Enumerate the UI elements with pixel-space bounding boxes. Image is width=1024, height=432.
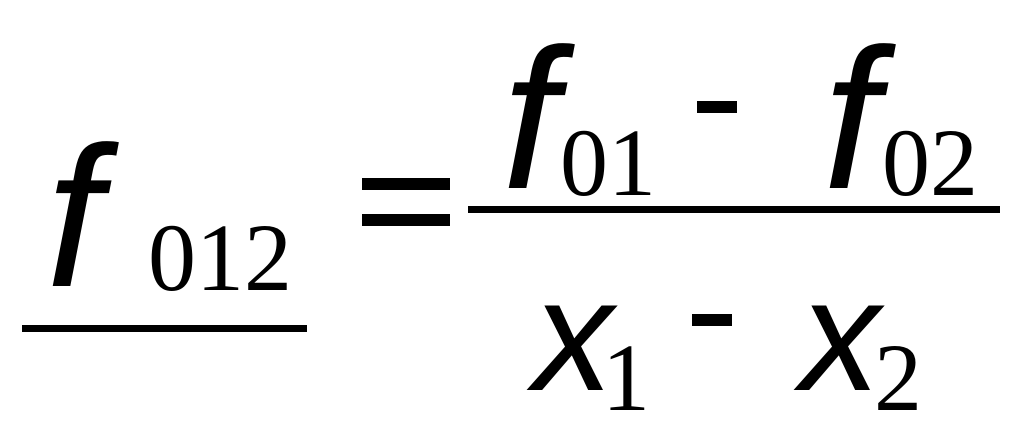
denominator-term1-subscript: 1 — [602, 324, 650, 431]
numerator-term1-subscript: 01 — [560, 109, 656, 216]
fraction-bar — [468, 206, 1000, 213]
denominator-term2-symbol: x — [800, 245, 880, 424]
lhs-underline — [22, 325, 307, 332]
lhs-subscript: 012 — [148, 204, 292, 311]
numerator-minus-sign — [697, 101, 737, 113]
lhs-symbol: f — [46, 106, 102, 329]
numerator-term2-subscript: 02 — [882, 109, 978, 216]
equals-top-bar — [362, 178, 450, 190]
denominator-term2-subscript: 2 — [874, 324, 922, 431]
denominator-term1-symbol: x — [533, 245, 613, 424]
equals-bottom-bar — [362, 214, 450, 226]
denominator-minus-sign — [692, 314, 732, 326]
numerator-term1-symbol: f — [502, 8, 558, 231]
numerator-term2-symbol: f — [823, 8, 879, 231]
